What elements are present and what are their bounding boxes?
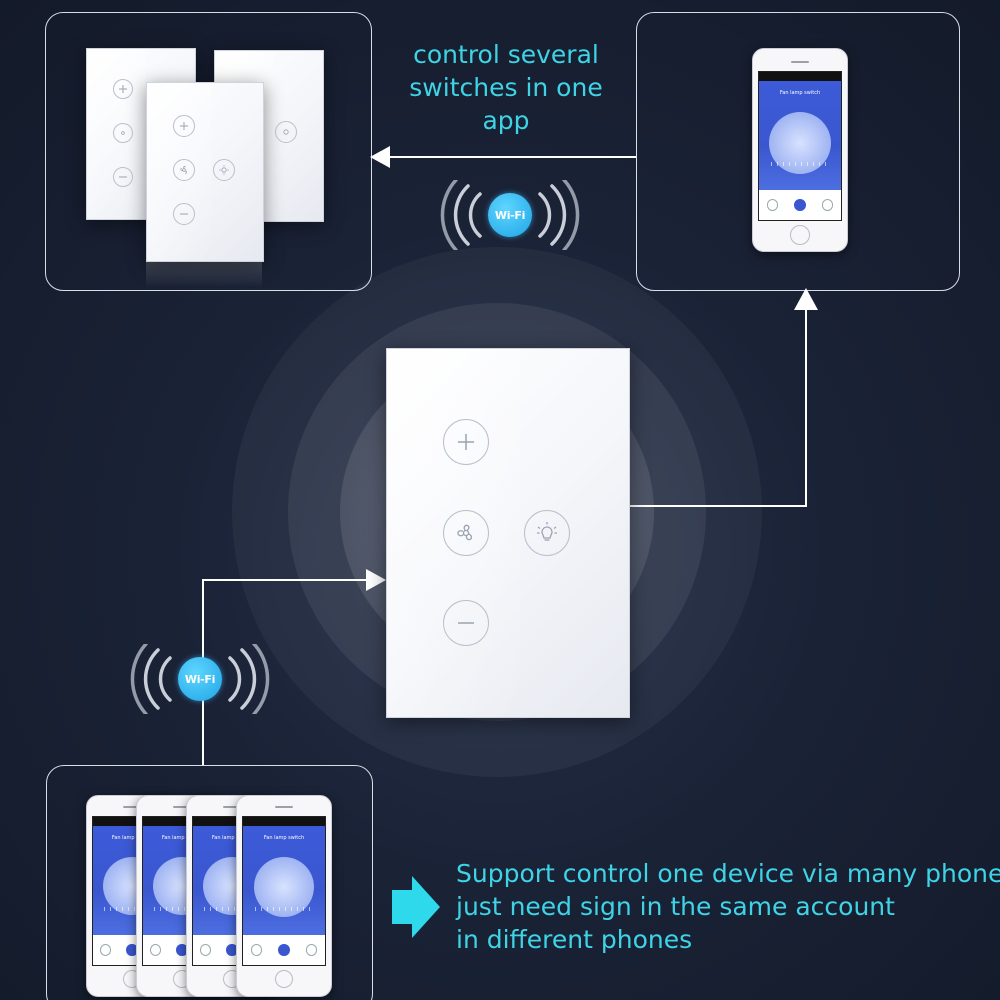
phone-4: Fan lamp switch	[236, 795, 332, 997]
app-title: Fan lamp switch	[211, 834, 253, 841]
wifi-badge-top: Wi-Fi	[440, 180, 580, 250]
fan-icon	[113, 123, 133, 143]
minus-icon	[173, 203, 195, 225]
caption-many-phones: Support control one device via many phon…	[456, 857, 1000, 956]
fan-icon	[443, 510, 489, 556]
switch-panel-front	[146, 82, 264, 262]
minus-icon	[443, 600, 489, 646]
plus-icon	[443, 419, 489, 465]
signal-waves-icon	[440, 180, 580, 250]
fan-icon	[173, 159, 195, 181]
fan-dial-icon	[254, 856, 314, 917]
caption-line: just need sign in the same account	[456, 892, 895, 921]
wifi-badge-bottom: Wi-Fi	[130, 644, 270, 714]
wifi-label: Wi-Fi	[178, 657, 222, 701]
app-title: Fan lamp switch	[779, 89, 821, 96]
app-title: Fan lamp switch	[111, 834, 153, 841]
arrow-right-icon	[392, 876, 440, 938]
arrowhead-up	[794, 288, 818, 310]
minus-icon	[113, 167, 133, 187]
switch-reflection	[146, 262, 262, 288]
light-bulb-icon	[275, 121, 297, 143]
box-single-phone	[636, 12, 960, 291]
arrowhead-right	[366, 569, 386, 591]
wifi-label: Wi-Fi	[488, 193, 532, 237]
caption-control-several: control several switches in one app	[409, 40, 603, 135]
box-multiple-phones	[46, 765, 373, 1000]
phone-screen: Fan lamp switch	[757, 71, 843, 221]
line-switch-to-phone	[628, 308, 807, 507]
box-multiple-switches	[45, 12, 372, 291]
light-bulb-icon	[213, 159, 235, 181]
light-bulb-icon	[524, 510, 570, 556]
phone-single: Fan lamp switch	[752, 48, 848, 252]
caption-line: in different phones	[456, 925, 693, 954]
caption-line: Support control one device via many phon…	[456, 859, 1000, 888]
main-switch-panel	[386, 348, 630, 718]
line-phones-to-switch	[202, 579, 368, 765]
plus-icon	[113, 79, 133, 99]
arrowhead-left	[370, 146, 390, 168]
signal-waves-icon	[130, 644, 270, 714]
app-title: Fan lamp switch	[161, 834, 203, 841]
app-title: Fan lamp switch	[263, 834, 305, 841]
home-button	[790, 225, 810, 245]
plus-icon	[173, 115, 195, 137]
